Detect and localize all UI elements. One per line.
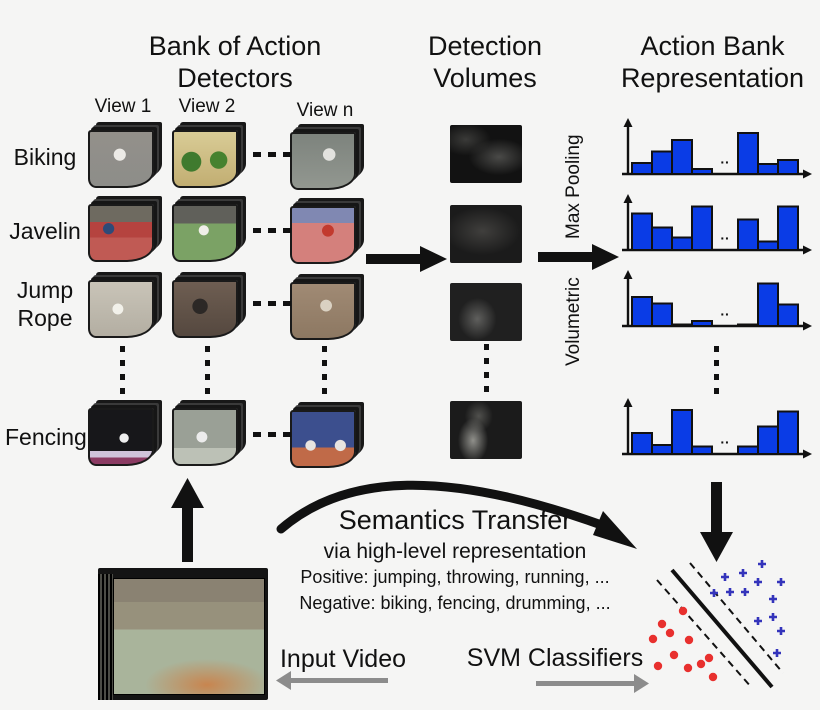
- svg-text:··: ··: [720, 230, 729, 246]
- input-video-label: Input Video: [279, 645, 407, 673]
- fencing-viewn-frame: [290, 410, 356, 468]
- fencing-view2-video-stack: [172, 408, 238, 466]
- semantics-transfer-subtitle: via high-level representation: [323, 540, 587, 563]
- input-video-frame: [113, 578, 265, 695]
- biking-view1-video-stack: [88, 130, 154, 188]
- ellipsis-dots-view2: [205, 346, 210, 402]
- jumprope-view1-frame: [88, 280, 154, 338]
- jumprope-view1-video-stack: [88, 280, 154, 338]
- fencing-viewn-video-stack: [290, 410, 356, 468]
- fencing-view1-video-stack: [88, 408, 154, 466]
- ellipsis-dots-view1: [120, 346, 125, 402]
- svm-classifiers-arrow-icon: [536, 674, 649, 693]
- fencing-view1-frame: [88, 408, 154, 466]
- ellipsis-dashes-jumprope: [253, 301, 291, 306]
- ellipsis-dashes-javelin: [253, 228, 291, 233]
- input-video-frame-edges: [98, 574, 113, 700]
- row-label-jumprope: Jump Rope: [16, 277, 74, 331]
- semantics-positive-line: Positive: jumping, throwing, running, ..…: [300, 567, 610, 587]
- input-video-stack: [98, 568, 268, 700]
- svm-classifiers-label: SVM Classifiers: [466, 644, 644, 672]
- histogram-jumprope: ··: [618, 268, 814, 332]
- jumprope-viewn-frame: [290, 282, 356, 340]
- semantics-negative-line: Negative: biking, fencing, drumming, ...: [299, 593, 611, 614]
- view-2-header: View 2: [178, 96, 236, 117]
- svg-text:··: ··: [720, 154, 729, 170]
- svg-text:··: ··: [720, 434, 729, 450]
- biking-view1-frame: [88, 130, 154, 188]
- detection-volume-jumprope: [450, 283, 522, 341]
- volumes-title: Detection Volumes: [427, 31, 543, 94]
- bank-title: Bank of Action Detectors: [148, 31, 322, 94]
- biking-viewn-video-stack: [290, 132, 356, 190]
- svm-scatter-plot: [636, 552, 816, 702]
- view-1-header: View 1: [94, 96, 152, 117]
- jumprope-viewn-video-stack: [290, 282, 356, 340]
- representation-title: Action Bank Representation: [620, 31, 805, 94]
- histogram-biking: ··: [618, 116, 814, 180]
- semantics-transfer-title: Semantics Transfer: [338, 505, 572, 535]
- ellipsis-dots-viewn: [322, 346, 327, 402]
- biking-viewn-frame: [290, 132, 356, 190]
- detection-volume-biking: [450, 125, 522, 183]
- biking-view2-frame: [172, 130, 238, 188]
- row-label-biking: Biking: [13, 144, 77, 170]
- row-label-javelin: Javelin: [9, 218, 81, 244]
- representation-to-svm-arrow-icon: [700, 482, 733, 562]
- ellipsis-dashes-biking: [253, 152, 291, 157]
- javelin-viewn-video-stack: [290, 206, 356, 264]
- histogram-fencing: ··: [618, 396, 814, 460]
- jumprope-view2-video-stack: [172, 280, 238, 338]
- histogram-javelin: ··: [618, 192, 814, 256]
- svg-text:··: ··: [720, 306, 729, 322]
- volumetric-label: Volumetric: [563, 277, 584, 367]
- bank-to-volumes-arrow-icon: [366, 246, 447, 272]
- biking-view2-video-stack: [172, 130, 238, 188]
- row-label-fencing: Fencing: [5, 424, 87, 450]
- semantics-transfer-block: Semantics Transfer via high-level repres…: [255, 505, 655, 616]
- detection-volume-javelin: [450, 205, 522, 263]
- fencing-view2-frame: [172, 408, 238, 466]
- javelin-view2-video-stack: [172, 204, 238, 262]
- javelin-viewn-frame: [290, 206, 356, 264]
- javelin-view1-video-stack: [88, 204, 154, 262]
- javelin-view1-frame: [88, 204, 154, 262]
- video-to-bank-arrow-icon: [171, 478, 204, 562]
- ellipsis-dots-histograms: [714, 346, 719, 400]
- javelin-view2-frame: [172, 204, 238, 262]
- ellipsis-dots-volumes: [484, 344, 489, 400]
- detection-volume-fencing: [450, 401, 522, 459]
- max-pooling-label: Max Pooling: [563, 134, 584, 240]
- jumprope-view2-frame: [172, 280, 238, 338]
- ellipsis-dashes-fencing: [253, 432, 291, 437]
- view-n-header: View n: [296, 100, 354, 121]
